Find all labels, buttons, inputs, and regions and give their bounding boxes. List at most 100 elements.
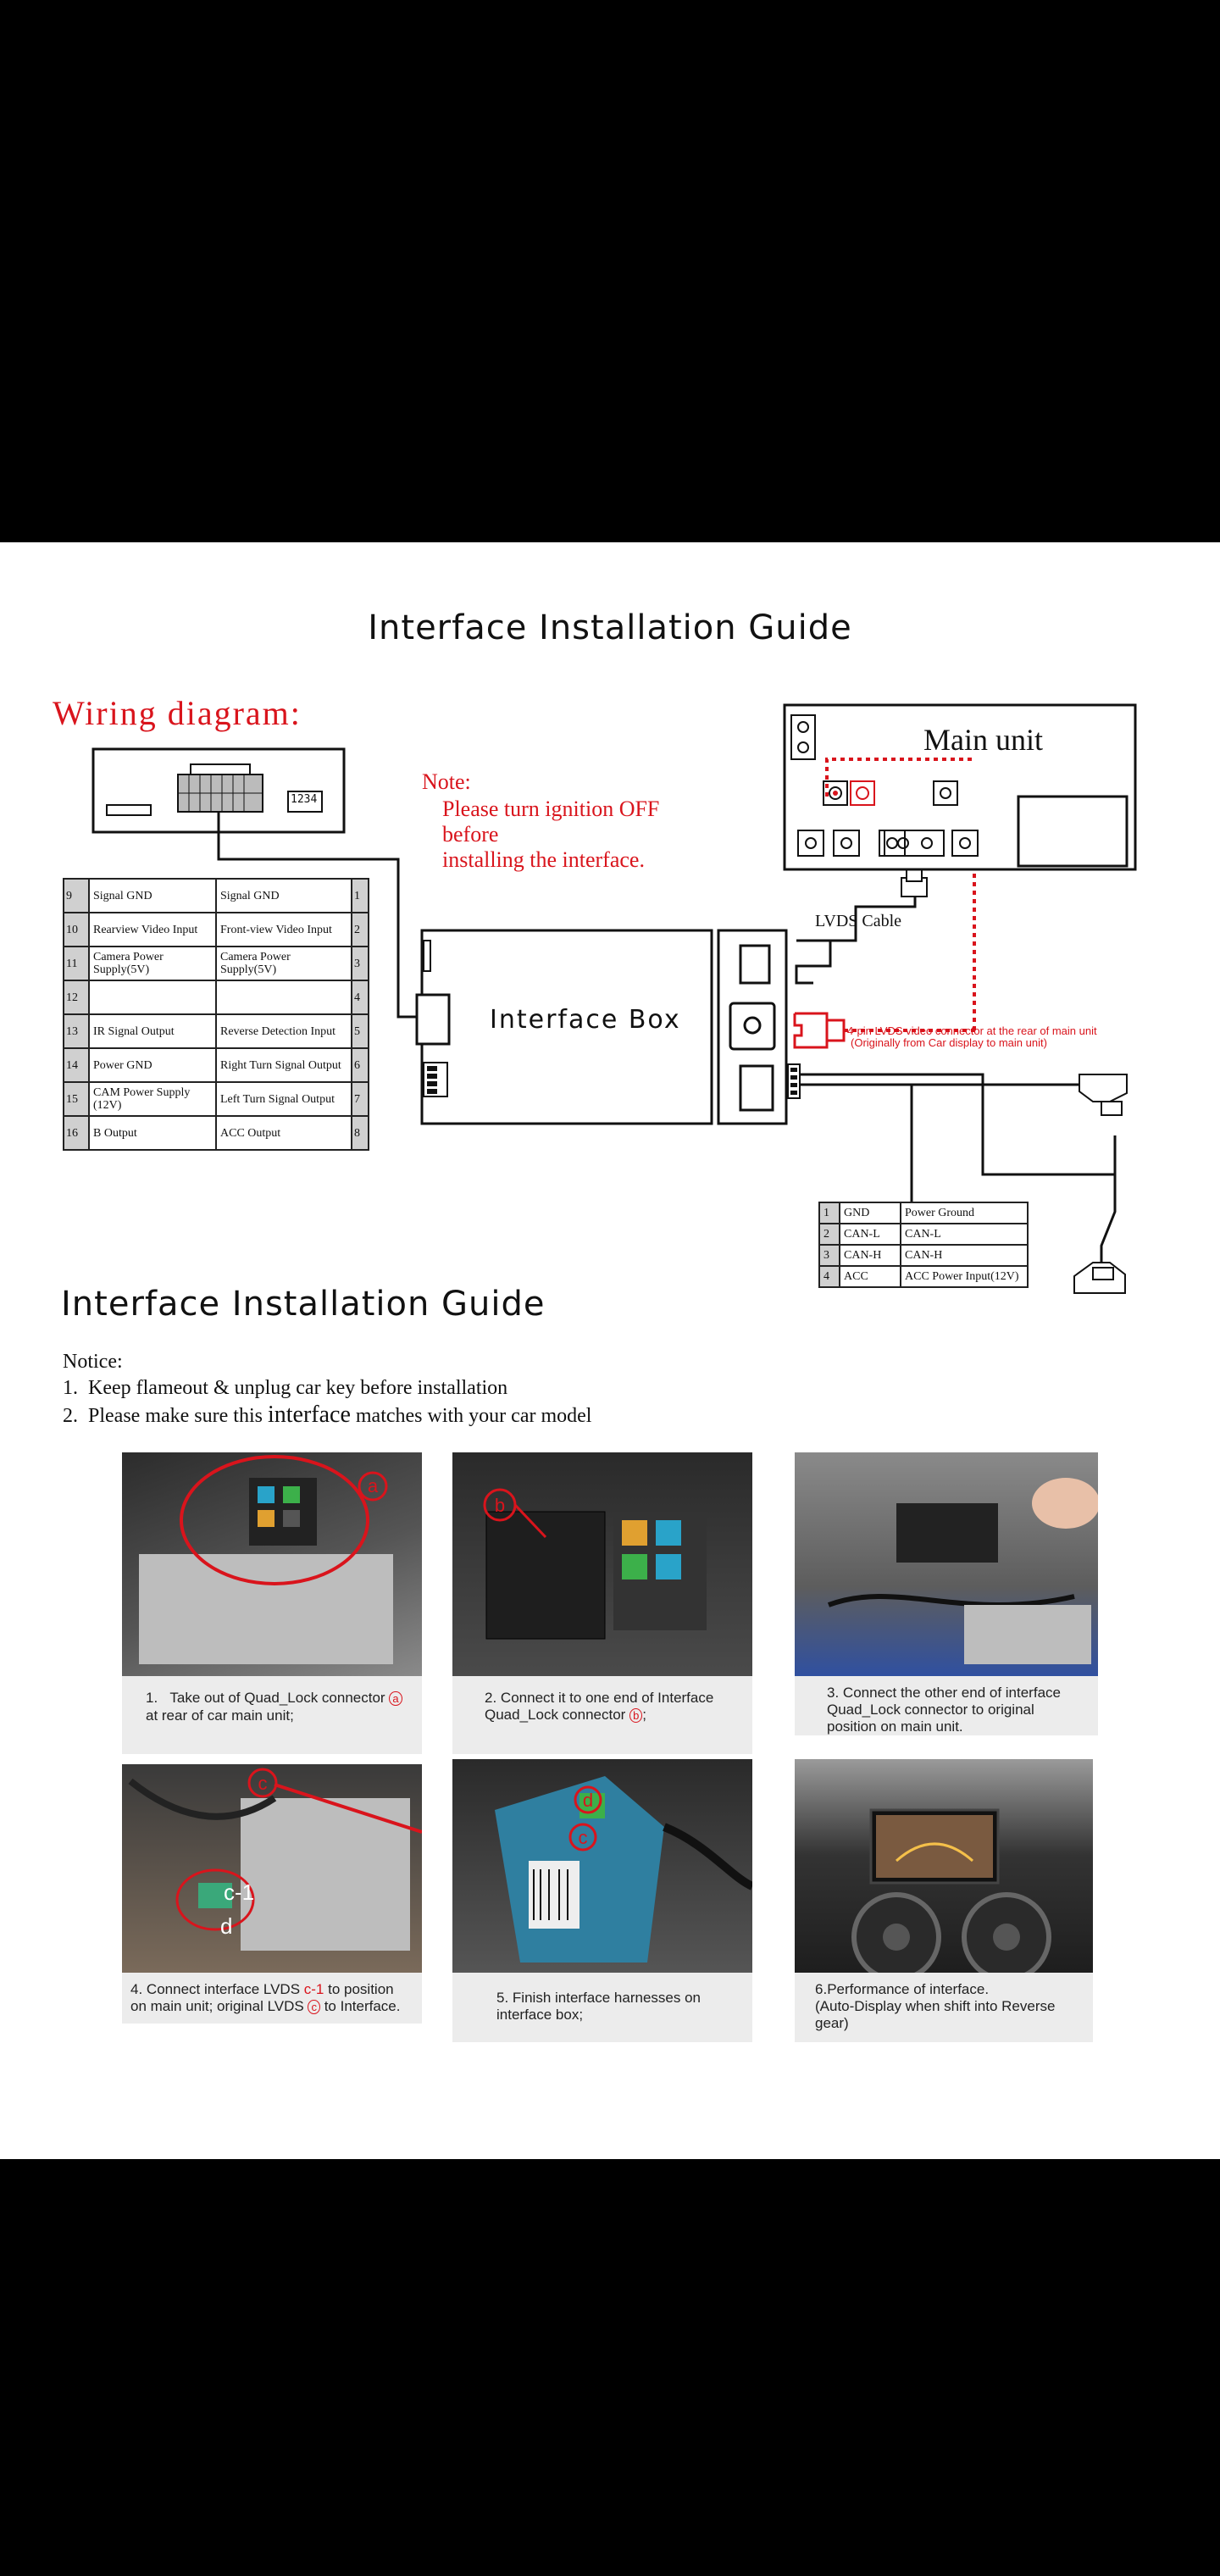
- step-4-photo-mark-c: c: [258, 1773, 268, 1794]
- pin-function-outer: [88, 980, 217, 1015]
- step-5-caption: 5. Finish interface harnesses on interfa…: [452, 1973, 752, 2042]
- step-5-photo-mark-c: c: [579, 1827, 588, 1848]
- step-4-text-post: to Interface.: [319, 1998, 401, 2014]
- step-2-photo-mark: b: [495, 1495, 505, 1516]
- pin-function: ACC Power Input(12V): [900, 1265, 1029, 1288]
- lvds-note-line-1: 4-pin LVDS video connector at the rear o…: [847, 1024, 1097, 1037]
- pin-number: 1: [818, 1202, 840, 1224]
- lvds-cable-label: LVDS Cable: [815, 912, 902, 930]
- step-4-text-mid: to position on main unit; original LVDS: [130, 1981, 394, 2014]
- page-title: Interface Installation Guide: [368, 608, 852, 647]
- notice-item-2-emphasis: interface: [267, 1402, 351, 1428]
- pin-function-outer: B Output: [88, 1115, 217, 1151]
- pin-number-outer: 10: [63, 912, 90, 947]
- lvds-connector-note: 4-pin LVDS video connector at the rear o…: [847, 1025, 1097, 1049]
- lvds-note-line-2: (Originally from Car display to main uni…: [851, 1036, 1047, 1049]
- pin-function-inner: ACC Output: [215, 1115, 352, 1151]
- step-3-photo: [795, 1452, 1098, 1676]
- notice-item-2-text-c: matches with your car model: [350, 1405, 592, 1427]
- pin-signal: ACC: [839, 1265, 901, 1288]
- pin-function-inner: Camera Power Supply(5V): [215, 946, 352, 981]
- pin-function-outer: Camera Power Supply(5V): [88, 946, 217, 981]
- pin-function-outer: Rearview Video Input: [88, 912, 217, 947]
- step-4-photo: c c-1 d: [122, 1764, 422, 1973]
- pin-function-outer: CAM Power Supply (12V): [88, 1081, 217, 1117]
- note-line-2: before: [442, 822, 499, 847]
- notice-item-1: 1. Keep flameout & unplug car key before…: [63, 1375, 591, 1402]
- pin-number: 4: [818, 1265, 840, 1288]
- pin-function-outer: Signal GND: [88, 878, 217, 913]
- pin-function: CAN-H: [900, 1244, 1029, 1267]
- quadlock-pin-row: 12 4: [63, 980, 369, 1015]
- step-4-text: Connect interface LVDS: [146, 1981, 304, 1997]
- step-2-text: Connect it to one end of Interface Quad_…: [485, 1690, 714, 1723]
- notice-block: Notice: 1. Keep flameout & unplug car ke…: [63, 1349, 591, 1430]
- notice-item-2-num: 2.: [63, 1405, 78, 1427]
- step-3-photo-illustration: [827, 1478, 1098, 1664]
- step-5-photo: d c: [452, 1759, 752, 1973]
- pin-number-inner: 6: [351, 1047, 369, 1083]
- step-1-text-post: at rear of car main unit;: [146, 1707, 294, 1724]
- step-3-text: Connect the other end of interface Quad_…: [827, 1685, 1061, 1735]
- pin-function-inner: Front-view Video Input: [215, 912, 352, 947]
- step-6-photo: [795, 1759, 1093, 1973]
- dip-switch-numbers: 1234: [291, 793, 318, 806]
- notice-item-2: 2. Please make sure this interface match…: [63, 1402, 591, 1430]
- pin-signal: CAN-H: [839, 1244, 901, 1267]
- pin-number-outer: 12: [63, 980, 90, 1015]
- step-2-num: 2.: [485, 1690, 497, 1706]
- step-2-text-post: ;: [642, 1707, 647, 1723]
- step-3-caption: 3. Connect the other end of interface Qu…: [795, 1676, 1098, 1735]
- wiring-diagram: [92, 703, 1137, 1294]
- pin-number-inner: 4: [351, 980, 369, 1015]
- step-2-mark: b: [629, 1708, 643, 1723]
- interface-box-label: Interface Box: [490, 1005, 681, 1035]
- notice-item-2-text-a: Please make sure this: [88, 1405, 268, 1427]
- step-4-photo-illustration: c c-1 d: [128, 1768, 422, 1951]
- step-4-mark-c1: c-1: [303, 1981, 324, 1997]
- step-5-num: 5.: [496, 1990, 509, 2006]
- guide-sheet: Interface Installation Guide Wiring diag…: [0, 542, 1220, 2159]
- pin-function: CAN-L: [900, 1223, 1029, 1246]
- pin-signal: CAN-L: [839, 1223, 901, 1246]
- step-5-photo-mark-d: d: [583, 1790, 593, 1811]
- pin-function-inner: [215, 980, 352, 1015]
- pin-number-outer: 15: [63, 1081, 90, 1117]
- step-6-photo-illustration: [851, 1808, 1051, 1973]
- step-3-num: 3.: [827, 1685, 840, 1701]
- pin-number-inner: 8: [351, 1115, 369, 1151]
- step-1-photo-mark: a: [368, 1475, 379, 1496]
- step-5-text: Finish interface harnesses on interface …: [496, 1990, 701, 2023]
- pin-signal: GND: [839, 1202, 901, 1224]
- notice-label: Notice:: [63, 1351, 123, 1373]
- step-2-caption: 2. Connect it to one end of Interface Qu…: [452, 1676, 752, 1754]
- pin-number: 3: [818, 1244, 840, 1267]
- note-label: Note:: [422, 769, 471, 794]
- pin-function-outer: IR Signal Output: [88, 1013, 217, 1049]
- step-4-num: 4.: [130, 1981, 143, 1997]
- pin-function-inner: Reverse Detection Input: [215, 1013, 352, 1049]
- pin-function-inner: Right Turn Signal Output: [215, 1047, 352, 1083]
- notice-item-1-num: 1.: [63, 1377, 78, 1399]
- wiring-diagram-title: Wiring diagram:: [53, 694, 302, 732]
- note-line-1: Please turn ignition OFF: [442, 797, 660, 821]
- step-1-caption: 1. Take out of Quad_Lock connector a at …: [122, 1676, 422, 1754]
- step-4-photo-mark-c1: c-1: [224, 1879, 254, 1905]
- pin-number-outer: 13: [63, 1013, 90, 1049]
- step-1-photo: a: [122, 1452, 422, 1676]
- pin-number-outer: 11: [63, 946, 90, 981]
- step-4-mark-c: c: [308, 2000, 320, 2014]
- pin-number: 2: [818, 1223, 840, 1246]
- step-4-caption: 4. Connect interface LVDS c-1 to positio…: [122, 1973, 422, 2024]
- pin-function-outer: Power GND: [88, 1047, 217, 1083]
- pin-number-inner: 3: [351, 946, 369, 981]
